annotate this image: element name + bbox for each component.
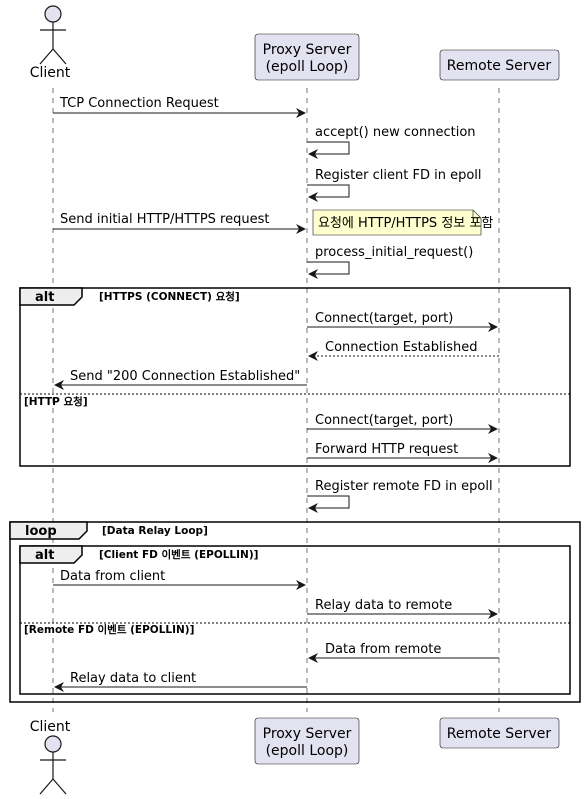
message-initial-request: Send initial HTTP/HTTPS request — [53, 212, 306, 234]
svg-text:Data from client: Data from client — [60, 569, 165, 584]
svg-text:Register client FD in epoll: Register client FD in epoll — [315, 168, 482, 183]
alt1-condition-http: [HTTP 요청] — [24, 395, 88, 408]
message-data-from-remote: Data from remote — [308, 642, 499, 663]
message-register-client: Register client FD in epoll — [307, 168, 482, 202]
svg-text:Register remote FD in epoll: Register remote FD in epoll — [315, 479, 493, 494]
remote-participant-top: Remote Server — [439, 49, 560, 81]
proxy-label-bottom-2: (epoll Loop) — [266, 743, 349, 759]
remote-label-top: Remote Server — [447, 58, 552, 74]
note-request-info: 요청에 HTTP/HTTPS 정보 포함 — [312, 209, 493, 236]
svg-text:Relay data to client: Relay data to client — [70, 671, 196, 686]
svg-text:Data from remote: Data from remote — [325, 642, 441, 657]
alt2-label: alt — [35, 548, 54, 563]
remote-label-bottom: Remote Server — [447, 726, 552, 742]
message-accept: accept() new connection — [307, 125, 476, 159]
message-data-from-client: Data from client — [53, 569, 306, 590]
client-label-bottom: Client — [30, 719, 71, 735]
message-send-200: Send "200 Connection Established" — [54, 369, 307, 390]
message-process-initial: process_initial_request() — [307, 245, 473, 279]
loop-condition: [Data Relay Loop] — [102, 525, 208, 537]
alt2-condition-client: [Client FD 이벤트 (EPOLLIN)] — [99, 548, 258, 561]
alt1-label: alt — [35, 290, 54, 305]
loop-label: loop — [25, 524, 57, 539]
proxy-label-bottom-1: Proxy Server — [263, 726, 352, 742]
alt2-condition-remote: [Remote FD 이벤트 (EPOLLIN)] — [24, 623, 194, 636]
message-relay-to-remote: Relay data to remote — [307, 598, 498, 619]
svg-text:요청에 HTTP/HTTPS 정보 포함: 요청에 HTTP/HTTPS 정보 포함 — [318, 216, 493, 231]
alt-fragment-events: alt [Client FD 이벤트 (EPOLLIN)] [Remote FD… — [19, 545, 571, 695]
svg-text:Connect(target, port): Connect(target, port) — [315, 311, 453, 326]
message-connection-established: Connection Established — [308, 340, 499, 361]
alt-fragment-https: alt [HTTPS (CONNECT) 요청] [HTTP 요청] — [19, 287, 571, 467]
proxy-label-top-1: Proxy Server — [263, 42, 352, 58]
client-actor-bottom: Client — [30, 719, 71, 795]
svg-text:process_initial_request(): process_initial_request() — [315, 245, 473, 260]
message-connect-http: Connect(target, port) — [307, 413, 498, 434]
alt1-condition-https: [HTTPS (CONNECT) 요청] — [99, 290, 240, 303]
svg-text:Send initial HTTP/HTTPS reques: Send initial HTTP/HTTPS request — [60, 212, 269, 227]
message-forward-http: Forward HTTP request — [307, 442, 498, 463]
message-relay-to-client: Relay data to client — [54, 671, 307, 692]
svg-text:Send "200 Connection Establish: Send "200 Connection Established" — [70, 369, 300, 384]
proxy-participant-top: Proxy Server (epoll Loop) — [254, 33, 360, 81]
message-register-remote: Register remote FD in epoll — [307, 479, 493, 513]
proxy-participant-bottom: Proxy Server (epoll Loop) — [254, 717, 360, 765]
client-label-top: Client — [30, 65, 71, 81]
loop-fragment: loop [Data Relay Loop] — [9, 521, 581, 703]
svg-text:Connection Established: Connection Established — [325, 340, 477, 355]
svg-text:Relay data to remote: Relay data to remote — [315, 598, 452, 613]
svg-text:TCP Connection Request: TCP Connection Request — [59, 96, 219, 111]
proxy-label-top-2: (epoll Loop) — [266, 59, 349, 75]
message-connect-https: Connect(target, port) — [307, 311, 498, 332]
svg-text:Forward HTTP request: Forward HTTP request — [315, 442, 458, 457]
message-tcp-connection: TCP Connection Request — [53, 96, 306, 118]
svg-text:Connect(target, port): Connect(target, port) — [315, 413, 453, 428]
remote-participant-bottom: Remote Server — [439, 717, 560, 749]
svg-text:accept() new connection: accept() new connection — [315, 125, 476, 140]
client-actor-top: Client — [30, 5, 71, 81]
